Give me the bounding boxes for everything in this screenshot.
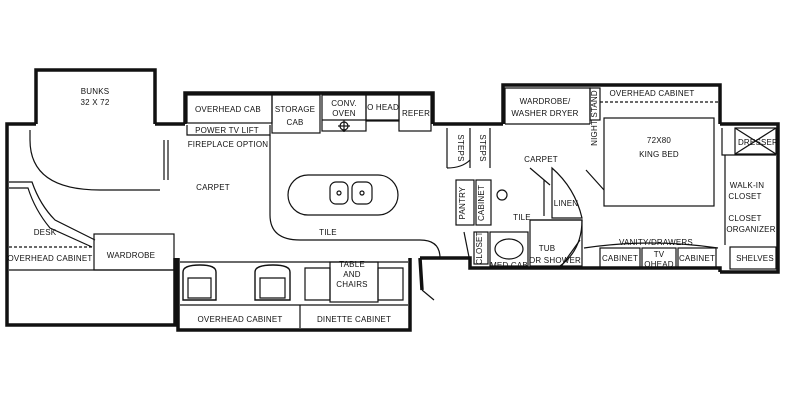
- label-cabinet-2: CABINET: [679, 254, 715, 263]
- label-dresser: DRESSER: [738, 138, 778, 147]
- room-labels: BUNKS 32 X 72 OVERHEAD CAB STORAGE CAB C…: [8, 87, 778, 324]
- exterior-walls: [5, 68, 780, 332]
- label-overhead-cab: OVERHEAD CAB: [195, 105, 261, 114]
- label-organizer: ORGANIZER: [726, 225, 775, 234]
- label-closet-3: CLOSET: [728, 214, 761, 223]
- label-refer: REFER: [402, 109, 430, 118]
- label-wardrobe-washer-1: WARDROBE/: [520, 97, 571, 106]
- label-steps-2: STEPS: [478, 134, 487, 161]
- label-or-shower: OR SHOWER: [529, 256, 581, 265]
- label-bunks: BUNKS: [81, 87, 110, 96]
- label-overhead-cabinet-bottom: OVERHEAD CABINET: [198, 315, 283, 324]
- label-walk-in: WALK-IN: [730, 181, 764, 190]
- kitchen-island: [287, 174, 399, 216]
- label-wardrobe: WARDROBE: [107, 251, 155, 260]
- label-bunks-size: 32 X 72: [81, 98, 110, 107]
- label-conv: CONV.: [331, 99, 357, 108]
- label-storage: STORAGE: [275, 105, 315, 114]
- label-tile-main: TILE: [319, 228, 337, 237]
- label-carpet-hall: CARPET: [524, 155, 558, 164]
- label-o-head: O HEAD: [367, 103, 399, 112]
- label-overhead-cabinet-bedroom: OVERHEAD CABINET: [610, 89, 695, 98]
- label-and: AND: [343, 270, 361, 279]
- label-tv: TV: [654, 250, 665, 259]
- label-wardrobe-washer-2: WASHER DRYER: [511, 109, 578, 118]
- label-king-bed-size: 72X80: [647, 136, 671, 145]
- living-area: [9, 125, 271, 271]
- label-pantry: PANTRY: [458, 186, 467, 219]
- label-dinette-cabinet: DINETTE CABINET: [317, 315, 391, 324]
- label-tub: TUB: [539, 244, 556, 253]
- dinette-slide: [180, 261, 408, 328]
- label-closet: CLOSET: [475, 231, 484, 264]
- label-chairs: CHAIRS: [336, 280, 367, 289]
- label-cabinet-1: CABINET: [602, 254, 638, 263]
- label-vanity: VANITY/DRAWERS: [619, 238, 693, 247]
- label-ohead: OHEAD: [644, 260, 673, 269]
- label-desk: DESK: [34, 228, 57, 237]
- label-fireplace-option: FIREPLACE OPTION: [188, 140, 269, 149]
- kitchen-slide: [186, 94, 441, 259]
- label-carpet-living: CARPET: [196, 183, 230, 192]
- label-overhead-cabinet-left: OVERHEAD CABINET: [8, 254, 93, 263]
- bedroom: [504, 87, 777, 270]
- label-tile-bath: TILE: [513, 213, 531, 222]
- label-steps-1: STEPS: [456, 134, 465, 161]
- label-linen: LINEN: [554, 199, 579, 208]
- label-king-bed: KING BED: [639, 150, 679, 159]
- label-power-tv-lift: POWER TV LIFT: [195, 126, 259, 135]
- entry-steps: [421, 128, 492, 301]
- label-shelves: SHELVES: [736, 254, 774, 263]
- label-table: TABLE: [339, 260, 365, 269]
- label-oven: OVEN: [332, 109, 355, 118]
- label-night-stand: NIGHT STAND: [590, 90, 599, 146]
- label-med-cab: MED CAB: [490, 261, 528, 270]
- label-cabinet-vertical: CABINET: [477, 185, 486, 221]
- label-closet-2: CLOSET: [728, 192, 761, 201]
- label-cab: CAB: [286, 118, 303, 127]
